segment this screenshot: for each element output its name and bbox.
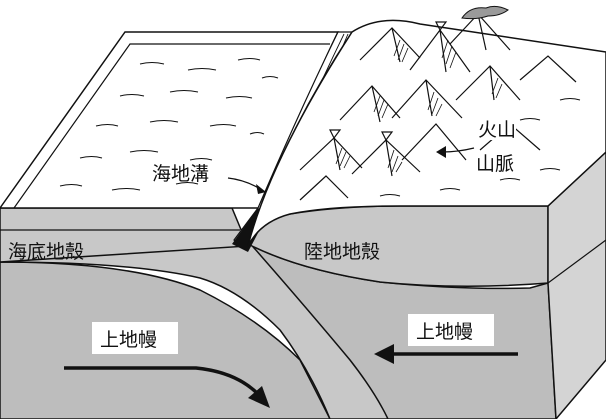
oceanic-crust-label: 海底地殼: [8, 241, 84, 263]
land-texture: [379, 98, 581, 197]
mantle-flow-arrow-left: [64, 366, 260, 396]
volcanic-plume: [461, 5, 509, 20]
mantle-flow-arrow-right-head: [374, 344, 394, 364]
ocean-floor-texture: [59, 58, 279, 191]
trench-arrow-head: [256, 184, 266, 194]
side-face-crust-line: [547, 239, 606, 284]
continental-crust-label: 陸地地殼: [304, 241, 380, 263]
volcano-label-bg: [476, 118, 516, 140]
mantle-right-label-bg: [408, 314, 494, 346]
mantle-left-label-bg: [92, 322, 178, 354]
mountain-range-label: 山脈: [476, 153, 514, 175]
range-label-bg: [472, 152, 516, 176]
upper-mantle-right-label: 上地幔: [416, 321, 473, 343]
mountain-hatching: [335, 39, 503, 173]
mountain-range: [299, 13, 577, 201]
upper-mantle-left-label: 上地幔: [100, 329, 157, 351]
mantle-flow-arrow-left-head: [248, 386, 270, 408]
volcano-label: 火山: [478, 119, 516, 141]
ocean-floor-rim: [13, 43, 330, 209]
trench-label: 海地溝: [152, 163, 209, 185]
volcano: [329, 21, 448, 142]
volcano-arrow-head: [436, 146, 446, 158]
